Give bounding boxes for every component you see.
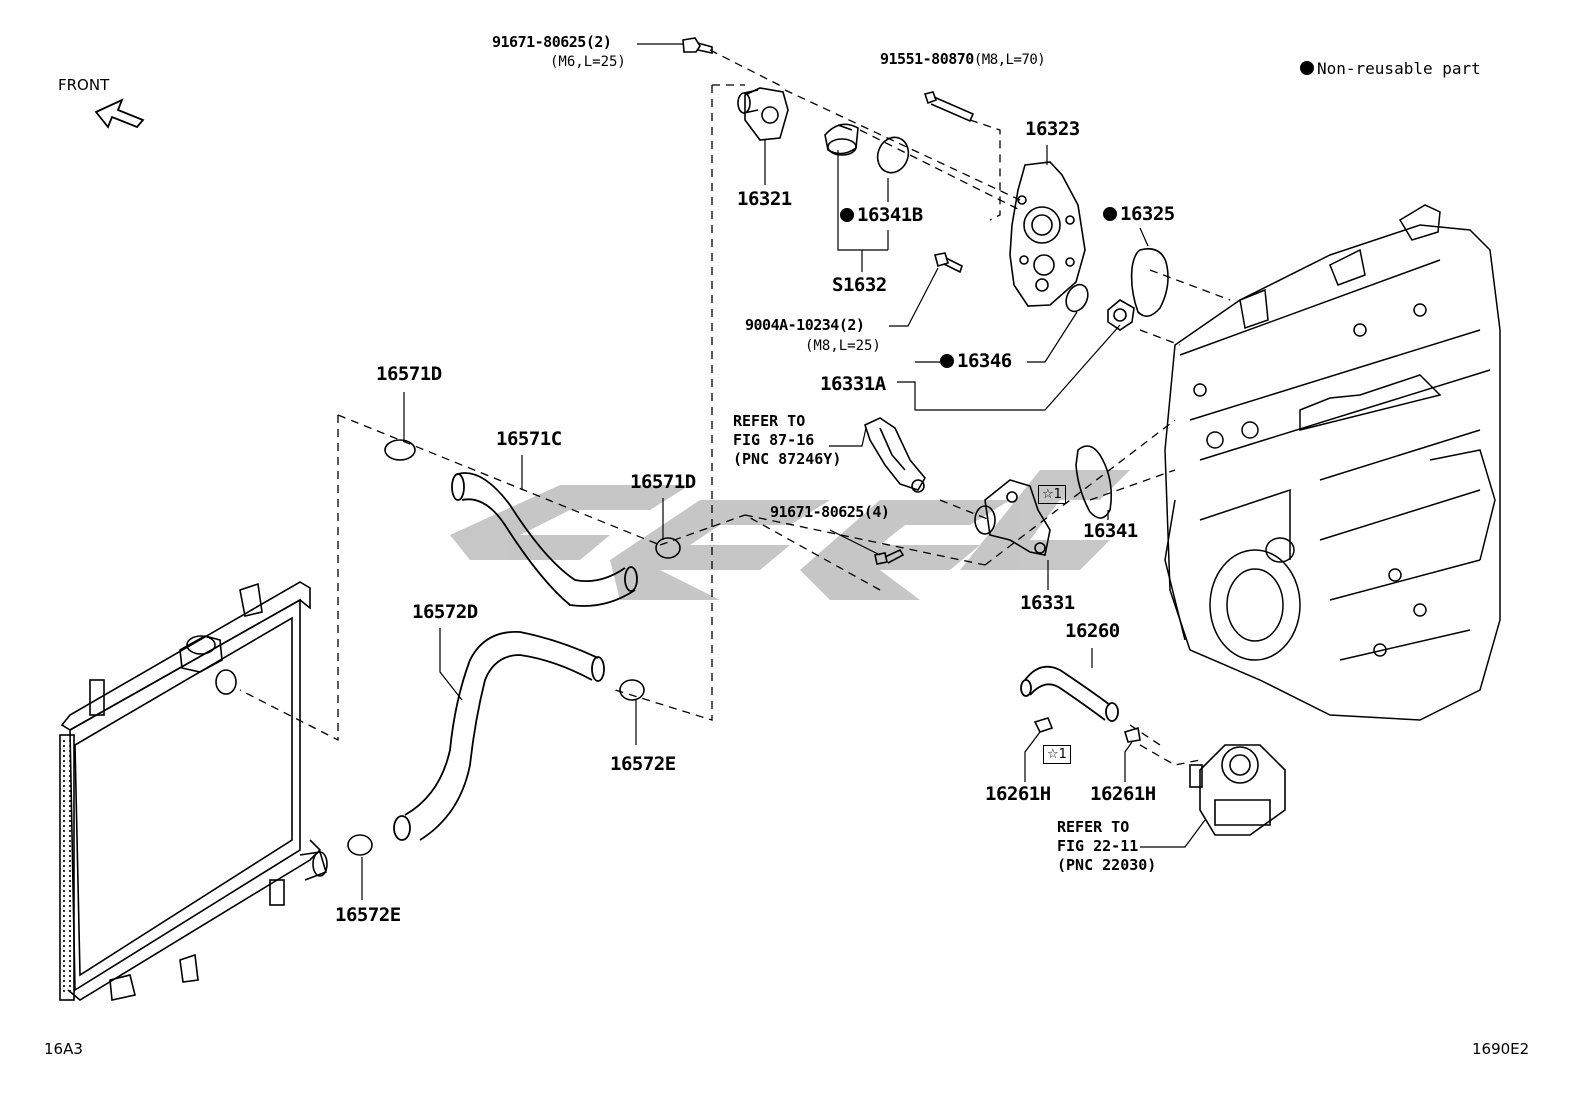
label-16571d-top: 16571D — [376, 363, 442, 385]
refer-87-16-line2: FIG 87-16 — [733, 431, 815, 449]
label-16571d-right: 16571D — [630, 471, 696, 493]
fitting-16331a-drawing — [1107, 299, 1135, 331]
non-reusable-dot-icon — [1300, 61, 1314, 75]
label-16572d: 16572D — [412, 601, 478, 623]
label-16325-text: 16325 — [1120, 203, 1175, 225]
refer-22-11: REFER TO FIG 22-11 (PNC 22030) — [1057, 818, 1156, 875]
front-arrow-icon — [94, 98, 145, 129]
throttle-body-drawing — [1189, 744, 1286, 836]
label-s1632: S1632 — [832, 274, 887, 296]
footnote-star-marker-2: ☆1 — [1043, 745, 1071, 764]
water-outlet-drawing — [974, 479, 1051, 556]
label-16261h-right: 16261H — [1090, 783, 1156, 805]
label-bolt-top-spec: (M6,L=25) — [550, 54, 626, 70]
bolt-mid-drawing — [934, 252, 963, 274]
label-16325: 16325 — [1103, 205, 1175, 224]
non-reusable-dot-icon — [940, 354, 954, 368]
clamp-drawings — [347, 439, 681, 856]
label-16260: 16260 — [1065, 620, 1120, 642]
bolt-low-drawing — [874, 548, 905, 565]
legend: Non-reusable part — [1300, 61, 1481, 77]
label-bolt-mid: 9004A-10234(2) — [745, 316, 865, 334]
line-art — [59, 37, 1501, 1001]
bolt-top-drawing — [682, 37, 713, 54]
refer-22-11-line3: (PNC 22030) — [1057, 856, 1157, 874]
gasket-16341-drawing — [1075, 445, 1113, 519]
label-16346: 16346 — [940, 352, 1012, 371]
label-bolt-low: 91671-80625(4) — [770, 503, 890, 521]
gasket-16325-drawing — [1130, 248, 1169, 317]
hose-16260-drawing — [1020, 665, 1119, 722]
label-16261h-left: 16261H — [985, 783, 1051, 805]
thermostat-drawing — [824, 123, 859, 156]
refer-22-11-line2: FIG 22-11 — [1057, 837, 1139, 855]
gasket-ring-drawing — [876, 136, 910, 174]
water-inlet-housing-drawing — [1009, 161, 1086, 307]
watermark-logo — [450, 470, 1130, 600]
footer-right-code: 1690E2 — [1472, 1040, 1530, 1058]
label-16331a: 16331A — [820, 373, 886, 395]
o-ring-drawing — [1065, 283, 1089, 313]
label-bolt-mid-spec: (M8,L=25) — [805, 338, 881, 354]
stud-bolt-drawing — [923, 91, 975, 123]
small-clamp-drawings — [1033, 717, 1141, 743]
label-16331: 16331 — [1020, 592, 1075, 614]
thermostat-housing-drawing — [737, 87, 789, 141]
refer-87-16-line3: (PNC 87246Y) — [733, 450, 842, 468]
radiator-drawing — [59, 581, 328, 1001]
engine-block-drawing — [1164, 204, 1501, 721]
footer-left-code: 16A3 — [44, 1040, 83, 1058]
label-16341b-text: 16341B — [857, 204, 923, 226]
label-16571c: 16571C — [496, 428, 562, 450]
label-bolt-top: 91671-80625(2) — [492, 33, 612, 51]
non-reusable-dot-icon — [840, 208, 854, 222]
hose-16572d-drawing — [393, 631, 605, 841]
front-label: FRONT — [58, 76, 110, 94]
refer-87-16: REFER TO FIG 87-16 (PNC 87246Y) — [733, 412, 841, 469]
label-16572e-right: 16572E — [610, 753, 676, 775]
label-16341: 16341 — [1083, 520, 1138, 542]
hose-16571c-drawing — [451, 472, 638, 607]
legend-text: Non-reusable part — [1317, 59, 1481, 78]
label-16572e-bottom: 16572E — [335, 904, 401, 926]
label-16341b: 16341B — [840, 206, 923, 225]
label-stud-number: 91551-80870 — [880, 50, 974, 68]
non-reusable-dot-icon — [1103, 207, 1117, 221]
label-stud: 91551-80870(M8,L=70) — [880, 50, 1046, 68]
label-stud-spec: (M8,L=70) — [973, 52, 1046, 68]
label-16321: 16321 — [737, 188, 792, 210]
refer-22-11-line1: REFER TO — [1057, 818, 1130, 836]
refer-87-16-line1: REFER TO — [733, 412, 806, 430]
label-16323: 16323 — [1025, 118, 1080, 140]
label-16346-text: 16346 — [957, 350, 1012, 372]
pipe-87246y-drawing — [864, 417, 926, 493]
footnote-star-marker-1: ☆1 — [1038, 485, 1066, 504]
